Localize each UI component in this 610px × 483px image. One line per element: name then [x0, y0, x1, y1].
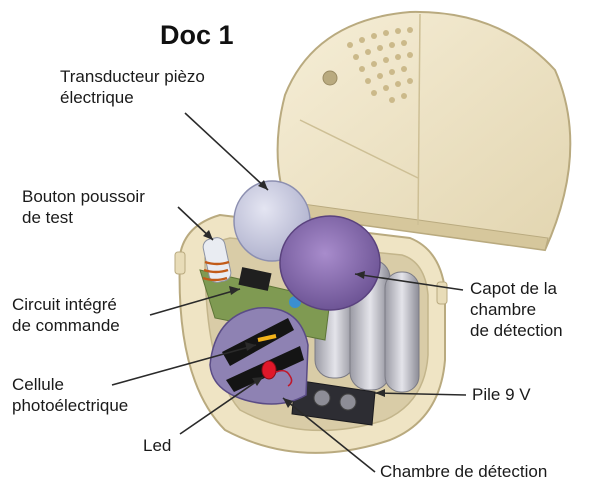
label-chambre: Chambre de détection: [380, 461, 547, 482]
label-pile: Pile 9 V: [472, 384, 531, 405]
label-cellule-line2: photoélectrique: [12, 395, 128, 416]
label-cellule-line1: Cellule: [12, 374, 128, 395]
label-cellule: Cellule photoélectrique: [12, 374, 128, 416]
label-capot-line1: Capot de la: [470, 278, 563, 299]
chamber-cover-capot: [280, 216, 380, 310]
lid: [278, 12, 571, 250]
label-led: Led: [143, 435, 171, 456]
label-transducteur-line2: électrique: [60, 87, 205, 108]
label-bouton-line2: de test: [22, 207, 145, 228]
label-circuit-line2: de commande: [12, 315, 120, 336]
label-transducteur: Transducteur pièzo électrique: [60, 66, 205, 108]
label-capot-line2: chambre: [470, 299, 563, 320]
document-title: Doc 1: [160, 20, 234, 51]
label-bouton: Bouton poussoir de test: [22, 186, 145, 228]
label-circuit-line1: Circuit intégré: [12, 294, 120, 315]
label-capot: Capot de la chambre de détection: [470, 278, 563, 341]
label-circuit: Circuit intégré de commande: [12, 294, 120, 336]
label-capot-line3: de détection: [470, 320, 563, 341]
label-bouton-line1: Bouton poussoir: [22, 186, 145, 207]
arrow-transducteur: [185, 113, 268, 190]
label-transducteur-line1: Transducteur pièzo: [60, 66, 205, 87]
